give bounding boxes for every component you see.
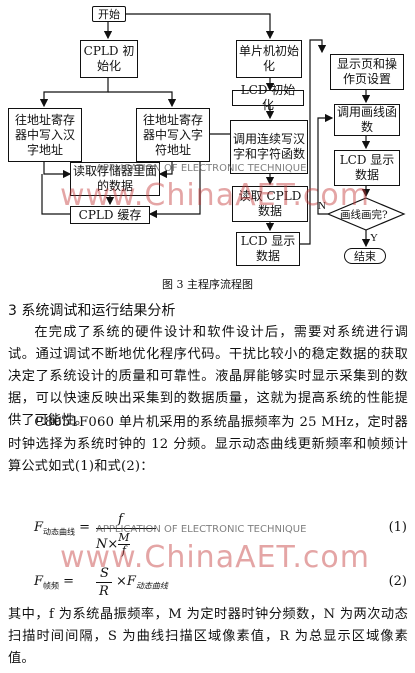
node-read-memory: 读取存储器里面的数据 (70, 162, 160, 196)
node-page-setup-label: 显示页和操作页设置 (336, 57, 397, 86)
equation-1-number: (1) (388, 520, 407, 535)
eq2-numerator: S (100, 566, 109, 581)
eq1-numerator: f (118, 512, 123, 527)
node-call-curve-label: 调用画线函数 (337, 105, 398, 134)
node-end: 结束 (344, 248, 386, 264)
eq1-sub: 动态曲线 (43, 527, 76, 537)
eq2-fraction-bar (96, 582, 112, 583)
section-title: 3 系统调试和运行结果分析 (8, 303, 176, 319)
eq2-denominator: R (99, 584, 109, 599)
node-lcd-init: LCD 初始化 (232, 83, 304, 112)
eq1-fraction-bar (96, 528, 156, 529)
node-mcu-init-label: 单片机初始化 (239, 44, 300, 73)
eq2-times: ×F (116, 574, 136, 589)
node-read-cpld-label: 读取 CPLD 数据 (238, 189, 302, 218)
main-flowchart: 开始 CPLD 初始化 往地址寄存器中写入汉字地址 往地址寄存器中写入字符地址 … (0, 0, 415, 272)
node-read-cpld: 读取 CPLD 数据 (232, 186, 308, 222)
node-page-setup: 显示页和操作页设置 (330, 54, 404, 90)
eq1-equals: = (79, 520, 91, 535)
node-write-addr-mid: 往地址寄存器中写入字符地址 (136, 108, 210, 162)
eq2-lhs: F (34, 574, 44, 589)
node-write-addr-mid-label: 往地址寄存器中写入字符地址 (142, 112, 203, 157)
eq1-lhs: F (34, 520, 44, 535)
node-lcd-show-label: LCD 显示数据 (240, 234, 296, 263)
node-mcu-init: 单片机初始化 (236, 40, 302, 78)
node-cpld-init: CPLD 初始化 (80, 40, 138, 78)
paragraph-2: C8051F060 单片机采用的系统晶振频率为 25 MHz，定时器时钟选择为系… (8, 415, 408, 474)
node-lcd-show-2-label: LCD 显示数据 (339, 153, 395, 182)
node-lcd-show: LCD 显示数据 (236, 232, 300, 266)
paragraph-1: 在完成了系统的硬件设计和软件设计后，需要对系统进行调试。通过调试不断地优化程序代… (8, 325, 408, 428)
eq1-den-f: f (121, 544, 126, 557)
node-cpld-cache-label: CPLD 缓存 (78, 207, 142, 222)
equation-2: F帧频 = S R ×F动态曲线 (8, 566, 408, 602)
node-cpld-init-label: CPLD 初始化 (83, 44, 135, 73)
eq2-sub2: 动态曲线 (135, 581, 168, 591)
figure-caption: 图 3 主程序流程图 (162, 278, 253, 291)
node-read-memory-label: 读取存储器里面的数据 (73, 164, 158, 193)
node-call-curve: 调用画线函数 (334, 104, 400, 136)
node-cpld-cache: CPLD 缓存 (70, 206, 150, 224)
node-lcd-init-label: LCD 初始化 (240, 83, 296, 112)
paragraph-3: 其中，f 为系统晶振频率，M 为定时器时钟分频数，N 为两次动态扫描时间间隔，S… (8, 607, 408, 666)
node-start-label: 开始 (98, 7, 120, 21)
equation-2-number: (2) (388, 574, 407, 589)
decision-no-label: N (318, 200, 326, 212)
node-end-label: 结束 (354, 249, 376, 263)
decision-yes-label: Y (370, 232, 378, 244)
node-write-addr-left: 往地址寄存器中写入汉字地址 (8, 108, 82, 162)
flowchart-connectors (39, 13, 406, 248)
node-call-write-label: 调用连续写汉字和字符函数 (233, 132, 306, 161)
eq1-den-m: M (118, 531, 130, 545)
eq1-den-n: N (96, 537, 108, 552)
decision-label: 画线画完? (340, 209, 388, 221)
node-start: 开始 (92, 6, 126, 22)
eq2-sub: 帧频 (43, 581, 60, 591)
node-write-addr-left-label: 往地址寄存器中写入汉字地址 (14, 112, 75, 157)
node-lcd-show-2: LCD 显示数据 (334, 150, 400, 186)
eq2-equals: = (63, 574, 75, 589)
node-call-write: 调用连续写汉字和字符函数 (230, 120, 308, 174)
